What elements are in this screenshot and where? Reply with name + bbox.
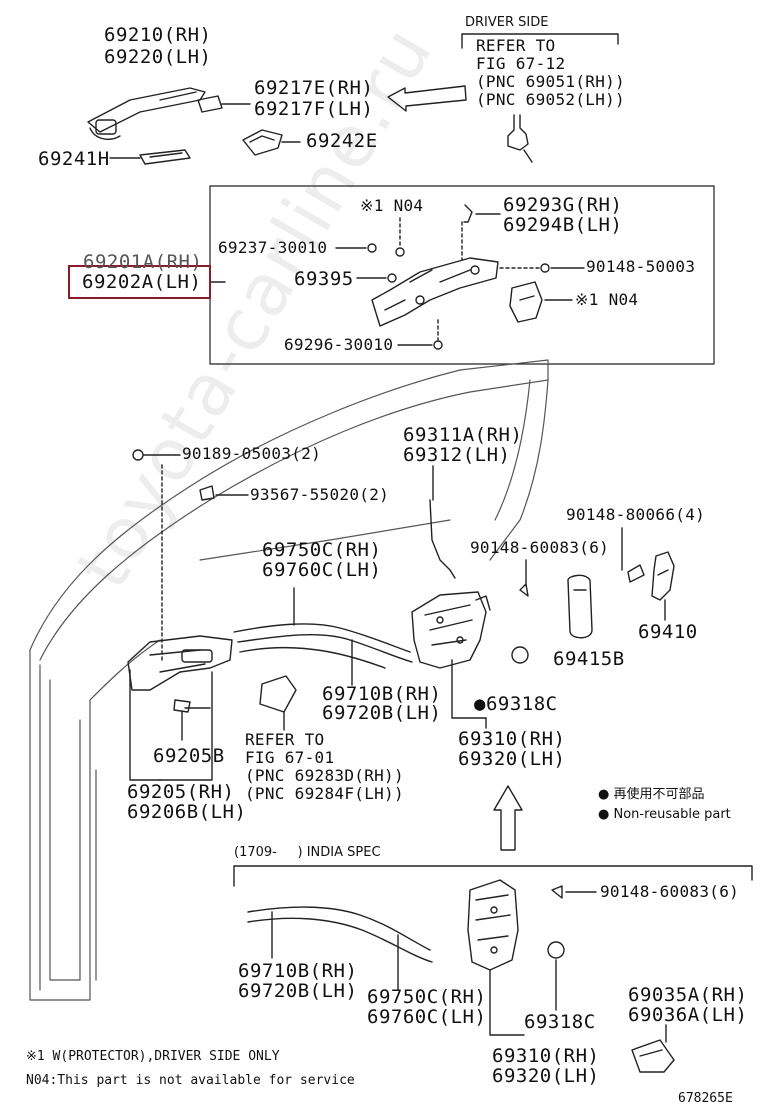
- clip-drawing: [367, 243, 377, 253]
- door-frame-outline: [29, 359, 549, 1001]
- label-n04-b: ※1 N04: [575, 290, 639, 309]
- refer-top-line3: (PNC 69051(RH)): [476, 72, 625, 91]
- inner-frame-drawing: [371, 257, 499, 327]
- label-69202A: 69202A(LH): [82, 271, 202, 293]
- label-n04-a: ※1 N04: [360, 196, 424, 215]
- bracket-69205: [129, 669, 161, 781]
- label-69750C-b: 69750C(RH): [367, 986, 487, 1008]
- label-69710B-b: 69710B(RH): [238, 960, 358, 982]
- label-69318C-b: 69318C: [524, 1011, 596, 1033]
- label-90148-60083-b: 90148-60083(6): [600, 882, 740, 901]
- lock-cylinder-drawing: [507, 114, 533, 163]
- legend-jp: ● 再使用不可部品: [598, 787, 705, 802]
- striker-drawing: [627, 564, 645, 583]
- label-69410: 69410: [638, 621, 698, 643]
- driver-side-label: DRIVER SIDE: [465, 15, 549, 30]
- label-69320-b: 69320(LH): [492, 1065, 600, 1087]
- refer-top-line2: FIG 67-12: [476, 54, 566, 73]
- label-69760C-b: 69760C(LH): [367, 1006, 487, 1028]
- label-69415B: 69415B: [553, 648, 625, 670]
- label-69750C-a: 69750C(RH): [262, 539, 382, 561]
- cable-69750C: [233, 623, 411, 653]
- door-lock-drawing: [411, 591, 491, 669]
- footnote-1: ※1 W(PROTECTOR),DRIVER SIDE ONLY: [26, 1049, 280, 1064]
- label-69293G: 69293G(RH): [503, 194, 623, 216]
- label-90148-50003: 90148-50003: [586, 257, 696, 276]
- india-spec-label: (1709- ) INDIA SPEC: [234, 845, 381, 860]
- label-69205: 69205(RH): [127, 781, 235, 803]
- refer-mid-line1: REFER TO: [245, 730, 325, 749]
- india-spec-bracket: [233, 865, 753, 887]
- label-69720B-a: 69720B(LH): [322, 702, 442, 724]
- label-69036A: 69036A(LH): [628, 1004, 748, 1026]
- label-69395: 69395: [294, 268, 354, 290]
- label-69312: 69312(LH): [403, 444, 511, 466]
- label-69035A: 69035A(RH): [628, 984, 748, 1006]
- label-69720B-b: 69720B(LH): [238, 980, 358, 1002]
- refer-mid-line4: (PNC 69284F(LH)): [245, 784, 404, 803]
- refer-top-line4: (PNC 69052(LH)): [476, 90, 625, 109]
- label-69760C-a: 69760C(LH): [262, 559, 382, 581]
- bezel-drawing: [173, 699, 191, 713]
- label-69237: 69237-30010: [218, 238, 328, 257]
- handle-cap-drawing: [197, 95, 223, 113]
- label-69310-a: 69310(RH): [458, 728, 566, 750]
- label-69242E: 69242E: [306, 130, 378, 152]
- legend-en: ● Non-reusable part: [598, 807, 731, 822]
- inner-handle-drawing: [127, 635, 233, 691]
- label-69310-b: 69310(RH): [492, 1045, 600, 1067]
- label-93567: 93567-55020(2): [250, 485, 390, 504]
- footnote-2: N04:This part is not available for servi…: [26, 1073, 355, 1088]
- highlight-box: [68, 265, 211, 299]
- bezel-cover: [259, 675, 297, 713]
- label-69294B: 69294B(LH): [503, 214, 623, 236]
- label-69320-a: 69320(LH): [458, 748, 566, 770]
- label-69205B: 69205B: [153, 745, 225, 767]
- label-69710B-a: 69710B(RH): [322, 683, 442, 705]
- label-69217F: 69217F(LH): [254, 98, 374, 120]
- label-69210: 69210(RH): [104, 24, 212, 46]
- figure-code: 678265E: [678, 1091, 733, 1106]
- lock-rod: [429, 499, 456, 579]
- label-90189: 90189-05003(2): [182, 444, 322, 463]
- switch-drawing: [631, 1039, 675, 1073]
- label-69241H: 69241H: [38, 148, 110, 170]
- label-69217E: 69217E(RH): [254, 77, 374, 99]
- refer-mid-line3: (PNC 69283D(RH)): [245, 766, 404, 785]
- outside-handle-drawing: [87, 87, 206, 140]
- refer-mid-line2: FIG 67-01: [245, 748, 335, 767]
- door-lock-india-drawing: [467, 879, 519, 971]
- handle-pad-drawing: [242, 129, 283, 156]
- rod-drawing: [139, 149, 191, 165]
- label-90148-80066: 90148-80066(4): [566, 505, 706, 524]
- label-69220: 69220(LH): [104, 46, 212, 68]
- label-69318C-a: ●69318C: [474, 693, 558, 715]
- label-69201A: 69201A(RH): [83, 251, 203, 273]
- label-69206B: 69206B(LH): [127, 801, 247, 823]
- label-69311A: 69311A(RH): [403, 424, 523, 446]
- label-90148-60083-a: 90148-60083(6): [470, 538, 610, 557]
- striker-cover-drawing: [567, 574, 593, 639]
- label-69296: 69296-30010: [284, 335, 394, 354]
- arrow-left-drawing: [387, 85, 467, 112]
- refer-top-line1: REFER TO: [476, 36, 556, 55]
- up-arrow: [493, 785, 523, 851]
- driver-side-bracket: [461, 33, 619, 49]
